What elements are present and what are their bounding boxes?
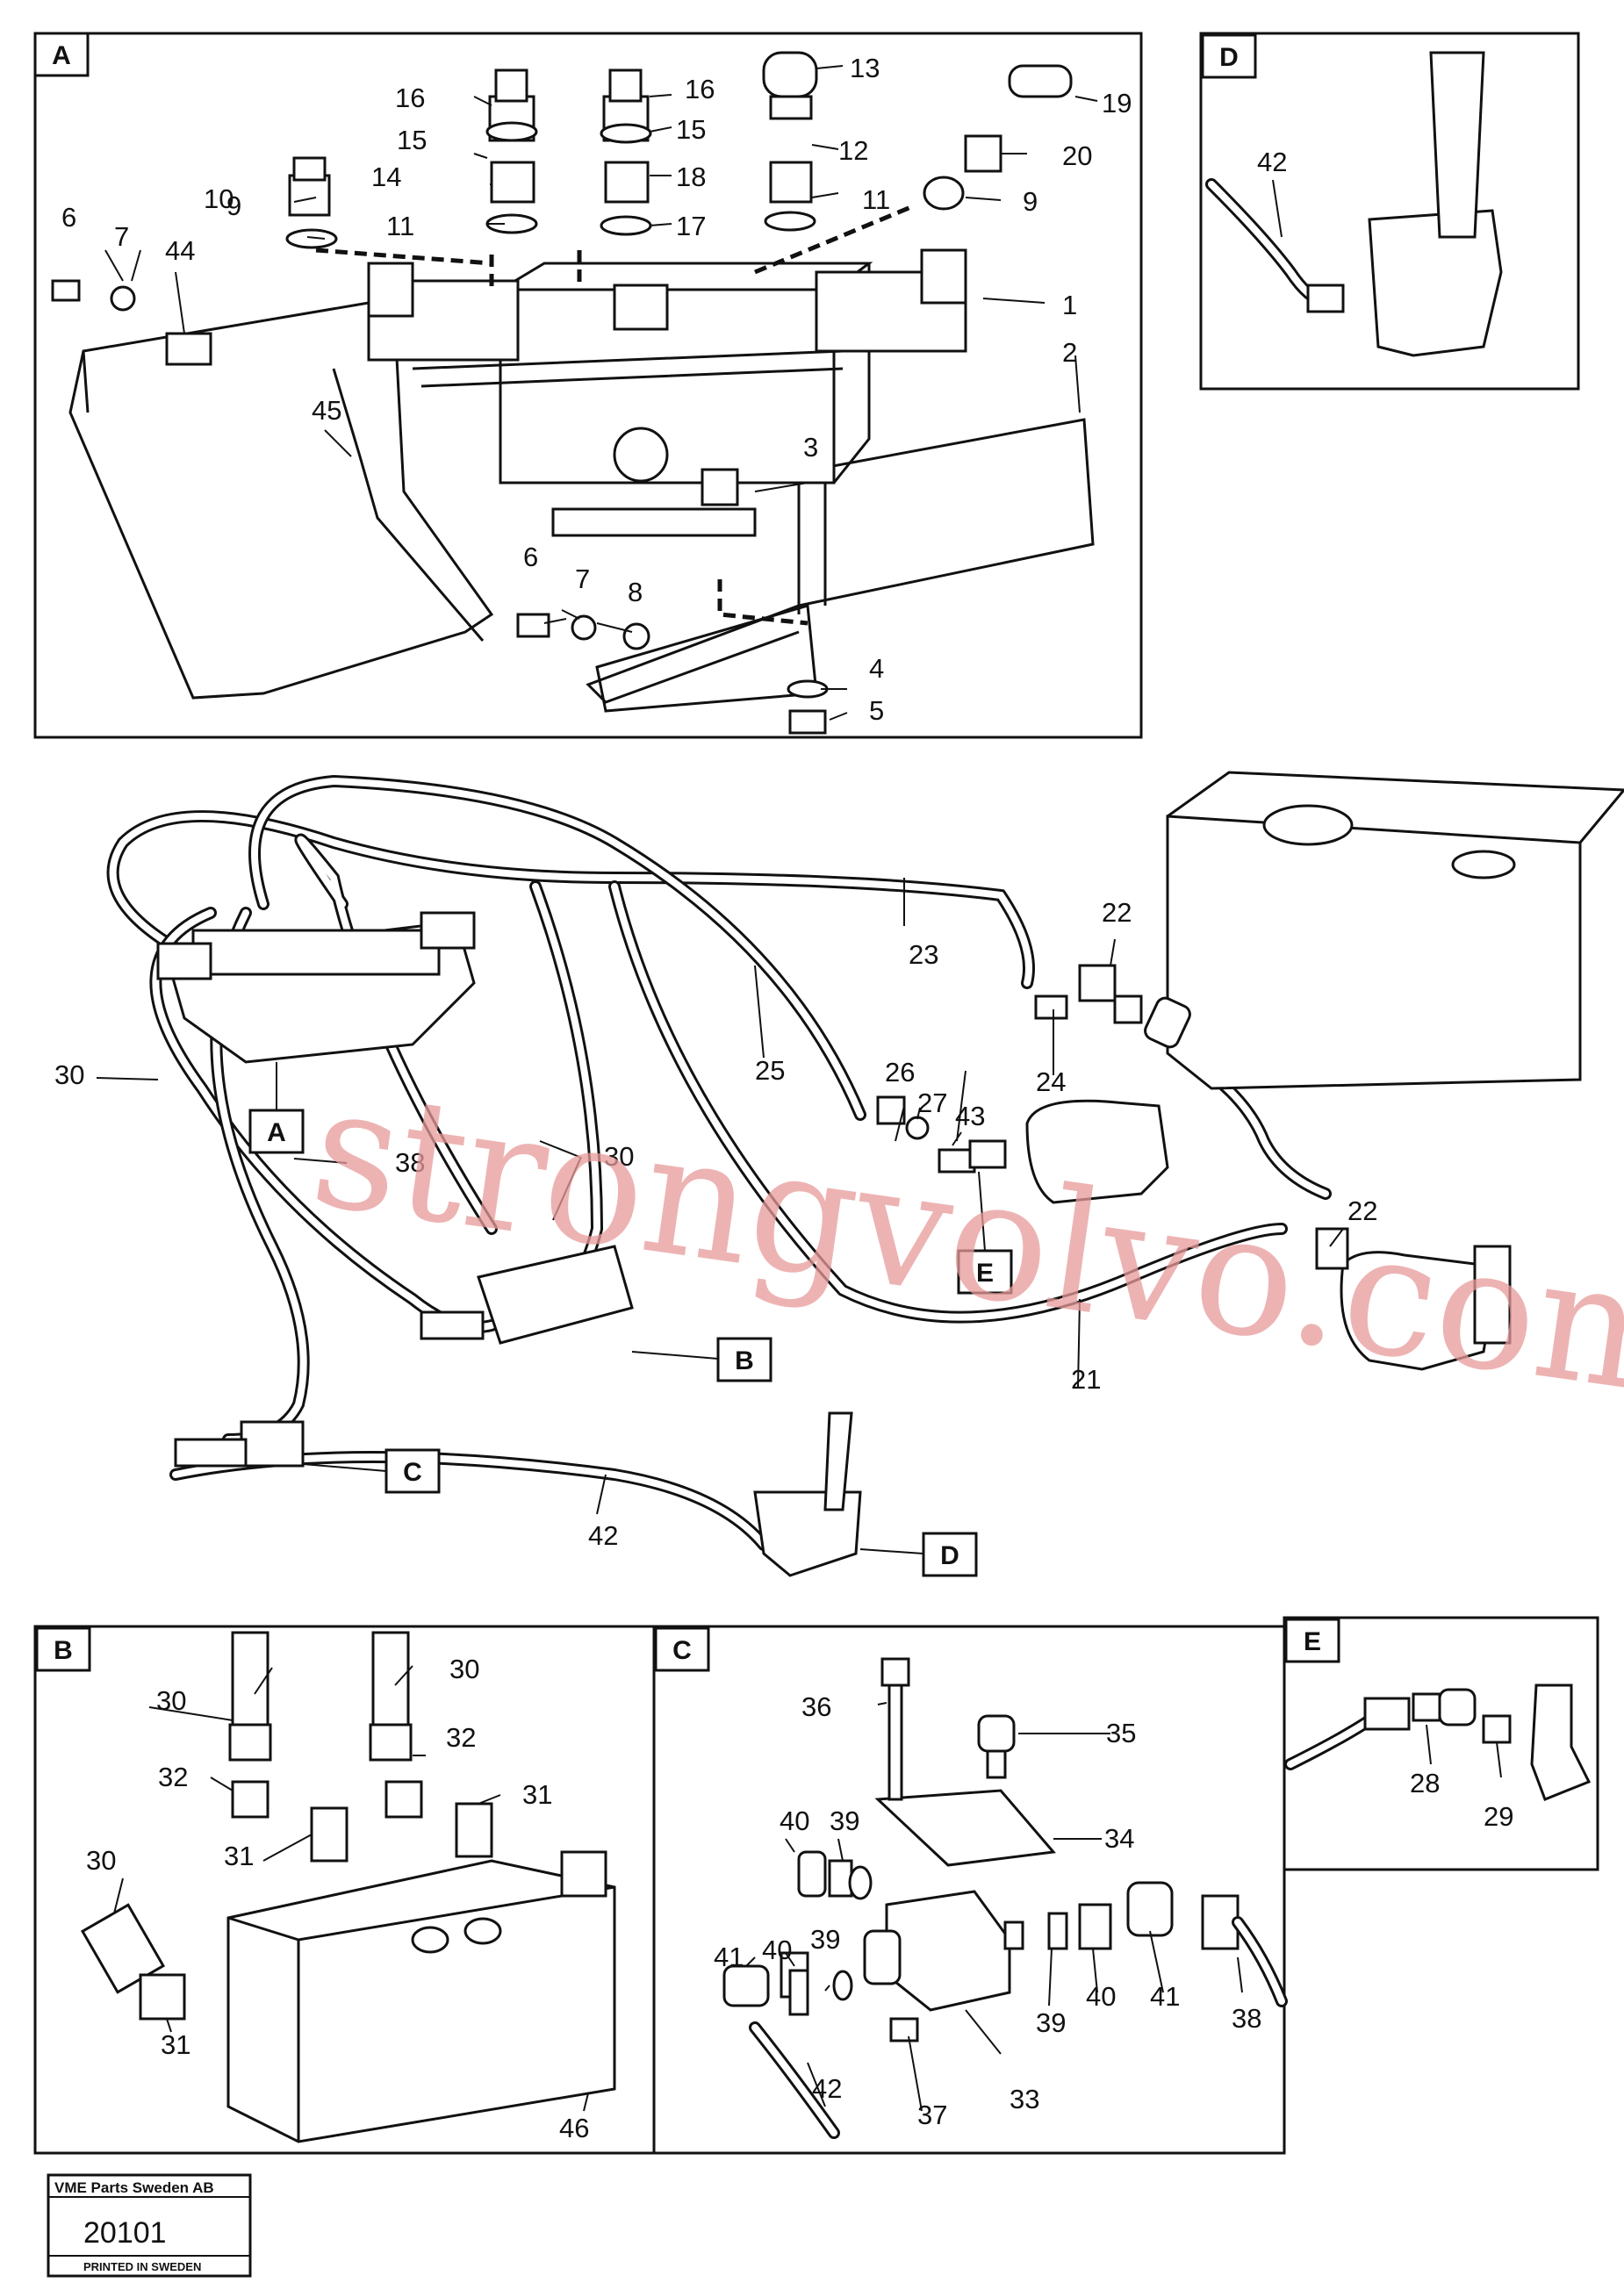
panel-a: A: [33, 32, 1143, 739]
label-c-36: 36: [801, 1691, 831, 1722]
label-7: 7: [114, 221, 129, 252]
label-b-32-left: 32: [158, 1762, 188, 1792]
panel-a-letter: A: [52, 41, 71, 70]
label-b-30-mid: 30: [156, 1685, 186, 1716]
vme-stamp: VME Parts Sweden AB 20101 PRINTED IN SWE…: [47, 2173, 252, 2278]
label-b-31-bottom: 31: [161, 2029, 190, 2060]
label-e-29: 29: [1484, 1801, 1513, 1832]
label-b-30-top: 30: [449, 1654, 479, 1684]
panel-d-letter: D: [1219, 43, 1239, 72]
callout-c: C: [403, 1458, 422, 1487]
label-e-28: 28: [1410, 1768, 1440, 1798]
fittings-top: [51, 51, 1073, 735]
stamp-company: VME Parts Sweden AB: [54, 2179, 214, 2196]
label-ov-38: 38: [395, 1147, 425, 1178]
label-11-right: 11: [862, 184, 890, 215]
label-3: 3: [803, 432, 818, 463]
label-ov-23: 23: [909, 939, 938, 970]
stamp-number: 20101: [83, 2216, 167, 2250]
label-c-42: 42: [812, 2073, 842, 2104]
panel-c-letter: C: [672, 1636, 692, 1665]
label-6-lower: 6: [523, 542, 538, 572]
label-7-lower: 7: [575, 564, 590, 594]
label-11: 11: [386, 211, 414, 241]
label-ov-43: 43: [955, 1101, 985, 1131]
label-b-46: 46: [559, 2113, 589, 2143]
label-ov-30-mid: 30: [604, 1141, 634, 1172]
label-c-40-right: 40: [1086, 1981, 1116, 2012]
label-c-39-left: 39: [810, 1924, 840, 1955]
callout-b: B: [735, 1346, 754, 1375]
label-15: 15: [397, 125, 427, 155]
label-4: 4: [869, 653, 884, 684]
label-ov-22-bottom: 22: [1347, 1195, 1377, 1226]
label-c-41-left: 41: [714, 1942, 744, 1972]
label-b-31-mid: 31: [224, 1841, 254, 1871]
label-ov-24: 24: [1036, 1066, 1066, 1097]
label-19: 19: [1102, 88, 1132, 118]
panel-c: C 36 35 34 33 37 38 39 39 39 40: [652, 1625, 1288, 2155]
label-ov-25: 25: [755, 1055, 785, 1086]
overview-diagram: A B C D E 23 22 24 25 26 27 43 22 21 30 …: [54, 771, 1624, 1577]
label-1: 1: [1062, 290, 1077, 320]
panel-e: E 28 29: [1283, 1616, 1599, 1871]
label-c-33: 33: [1010, 2084, 1039, 2114]
label-12: 12: [838, 135, 868, 166]
label-ov-30-left: 30: [54, 1059, 84, 1090]
label-ov-22-top: 22: [1102, 897, 1132, 928]
label-c-34: 34: [1104, 1823, 1134, 1854]
label-9: 9: [226, 190, 241, 221]
label-17: 17: [676, 211, 706, 241]
label-20: 20: [1062, 140, 1092, 171]
callout-d: D: [940, 1541, 959, 1570]
label-44: 44: [165, 235, 195, 266]
label-b-31-right: 31: [522, 1779, 552, 1810]
label-16-right: 16: [685, 74, 715, 104]
label-ov-42: 42: [588, 1520, 618, 1551]
label-ov-27: 27: [917, 1088, 947, 1118]
label-2: 2: [1062, 337, 1077, 368]
callout-e: E: [976, 1259, 994, 1288]
label-10: 10: [204, 183, 234, 214]
label-c-39-right: 39: [1036, 2007, 1066, 2038]
label-45: 45: [312, 395, 341, 426]
label-b-32-right: 32: [446, 1722, 476, 1753]
label-c-35: 35: [1106, 1718, 1136, 1748]
label-b-30-left: 30: [86, 1845, 116, 1876]
label-5: 5: [869, 695, 884, 726]
stamp-footer: PRINTED IN SWEDEN: [83, 2260, 201, 2273]
label-c-37: 37: [917, 2100, 947, 2130]
panel-b-letter: B: [54, 1636, 73, 1665]
label-c-40-left: 40: [762, 1935, 792, 1965]
label-c-39-top: 39: [830, 1805, 859, 1836]
label-13: 13: [850, 53, 880, 83]
label-16: 16: [395, 83, 425, 113]
label-c-40-top: 40: [780, 1805, 809, 1836]
label-14: 14: [371, 162, 401, 192]
label-ov-21: 21: [1071, 1364, 1101, 1395]
panel-b: B 30 30 30 31 31 31 32 32 46: [33, 1625, 656, 2155]
label-ov-26: 26: [885, 1057, 915, 1088]
label-d-42: 42: [1257, 147, 1287, 177]
callout-a: A: [267, 1118, 286, 1147]
label-9-right: 9: [1023, 186, 1038, 217]
panel-e-letter: E: [1304, 1627, 1321, 1656]
label-8: 8: [628, 577, 643, 607]
label-c-41-right: 41: [1150, 1981, 1180, 2012]
label-c-38: 38: [1232, 2003, 1261, 2034]
label-6: 6: [61, 202, 76, 233]
panel-d: D 42: [1199, 32, 1580, 391]
label-15-right: 15: [676, 114, 706, 145]
label-18: 18: [676, 162, 706, 192]
